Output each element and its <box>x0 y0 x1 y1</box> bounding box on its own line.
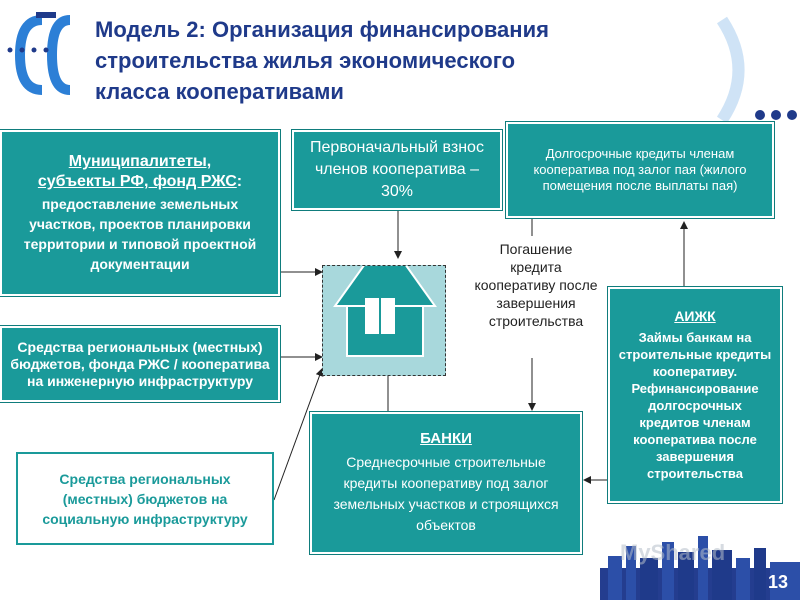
city-skyline-decoration <box>600 528 800 600</box>
page-number: 13 <box>767 572 789 592</box>
regional-engineering-box: Средства региональных (местных) бюджетов… <box>0 326 280 402</box>
arrow-social-house <box>273 368 324 501</box>
initial-payment-text: Первоначальный взнос членов кооператива … <box>310 139 484 200</box>
aizhk-body: Займы банкам на строительные кредиты коо… <box>618 330 772 482</box>
banks-heading: БАНКИ <box>420 429 472 447</box>
regional-engineering-text: Средства региональных (местных) бюджетов… <box>10 338 270 389</box>
banks-body: Среднесрочные строительные кредиты коопе… <box>333 454 559 534</box>
title-line-1: Модель 2: Организация финансирования <box>95 17 549 42</box>
banks-box: БАНКИ Среднесрочные строительные кредиты… <box>310 412 582 554</box>
decorative-bracket <box>700 10 800 130</box>
aizhk-heading: АИЖК <box>674 307 716 324</box>
regional-social-text: Средства региональных (местных) бюджетов… <box>42 470 248 527</box>
repayment-label: Погашение кредита кооперативу после заве… <box>472 240 600 330</box>
watermark: MyShared <box>620 540 726 565</box>
municipal-body: предоставление земельных участков, проек… <box>23 196 257 272</box>
municipal-box: Муниципалитеты, субъекты РФ, фонд РЖС: п… <box>0 130 280 296</box>
logo-mark <box>0 0 90 110</box>
page-title: Модель 2: Организация финансирования стр… <box>95 14 695 107</box>
title-line-3: класса кооперативами <box>95 79 344 104</box>
municipal-heading-suffix: : <box>236 173 243 190</box>
long-term-credit-text: Долгосрочные кредиты членам кооператива … <box>533 146 747 193</box>
municipal-heading-1: Муниципалитеты, <box>68 153 212 170</box>
regional-social-box: Средства региональных (местных) бюджетов… <box>16 452 274 545</box>
house-illustration <box>322 265 446 376</box>
initial-payment-box: Первоначальный взнос членов кооператива … <box>292 130 502 210</box>
repayment-text: Погашение кредита кооперативу после заве… <box>474 241 598 329</box>
long-term-credit-box: Долгосрочные кредиты членам кооператива … <box>506 122 774 218</box>
aizhk-box: АИЖК Займы банкам на строительные кредит… <box>608 287 782 503</box>
municipal-heading-2: субъекты РФ, фонд РЖС <box>37 173 237 190</box>
title-line-2: строительства жилья экономического <box>95 48 516 73</box>
